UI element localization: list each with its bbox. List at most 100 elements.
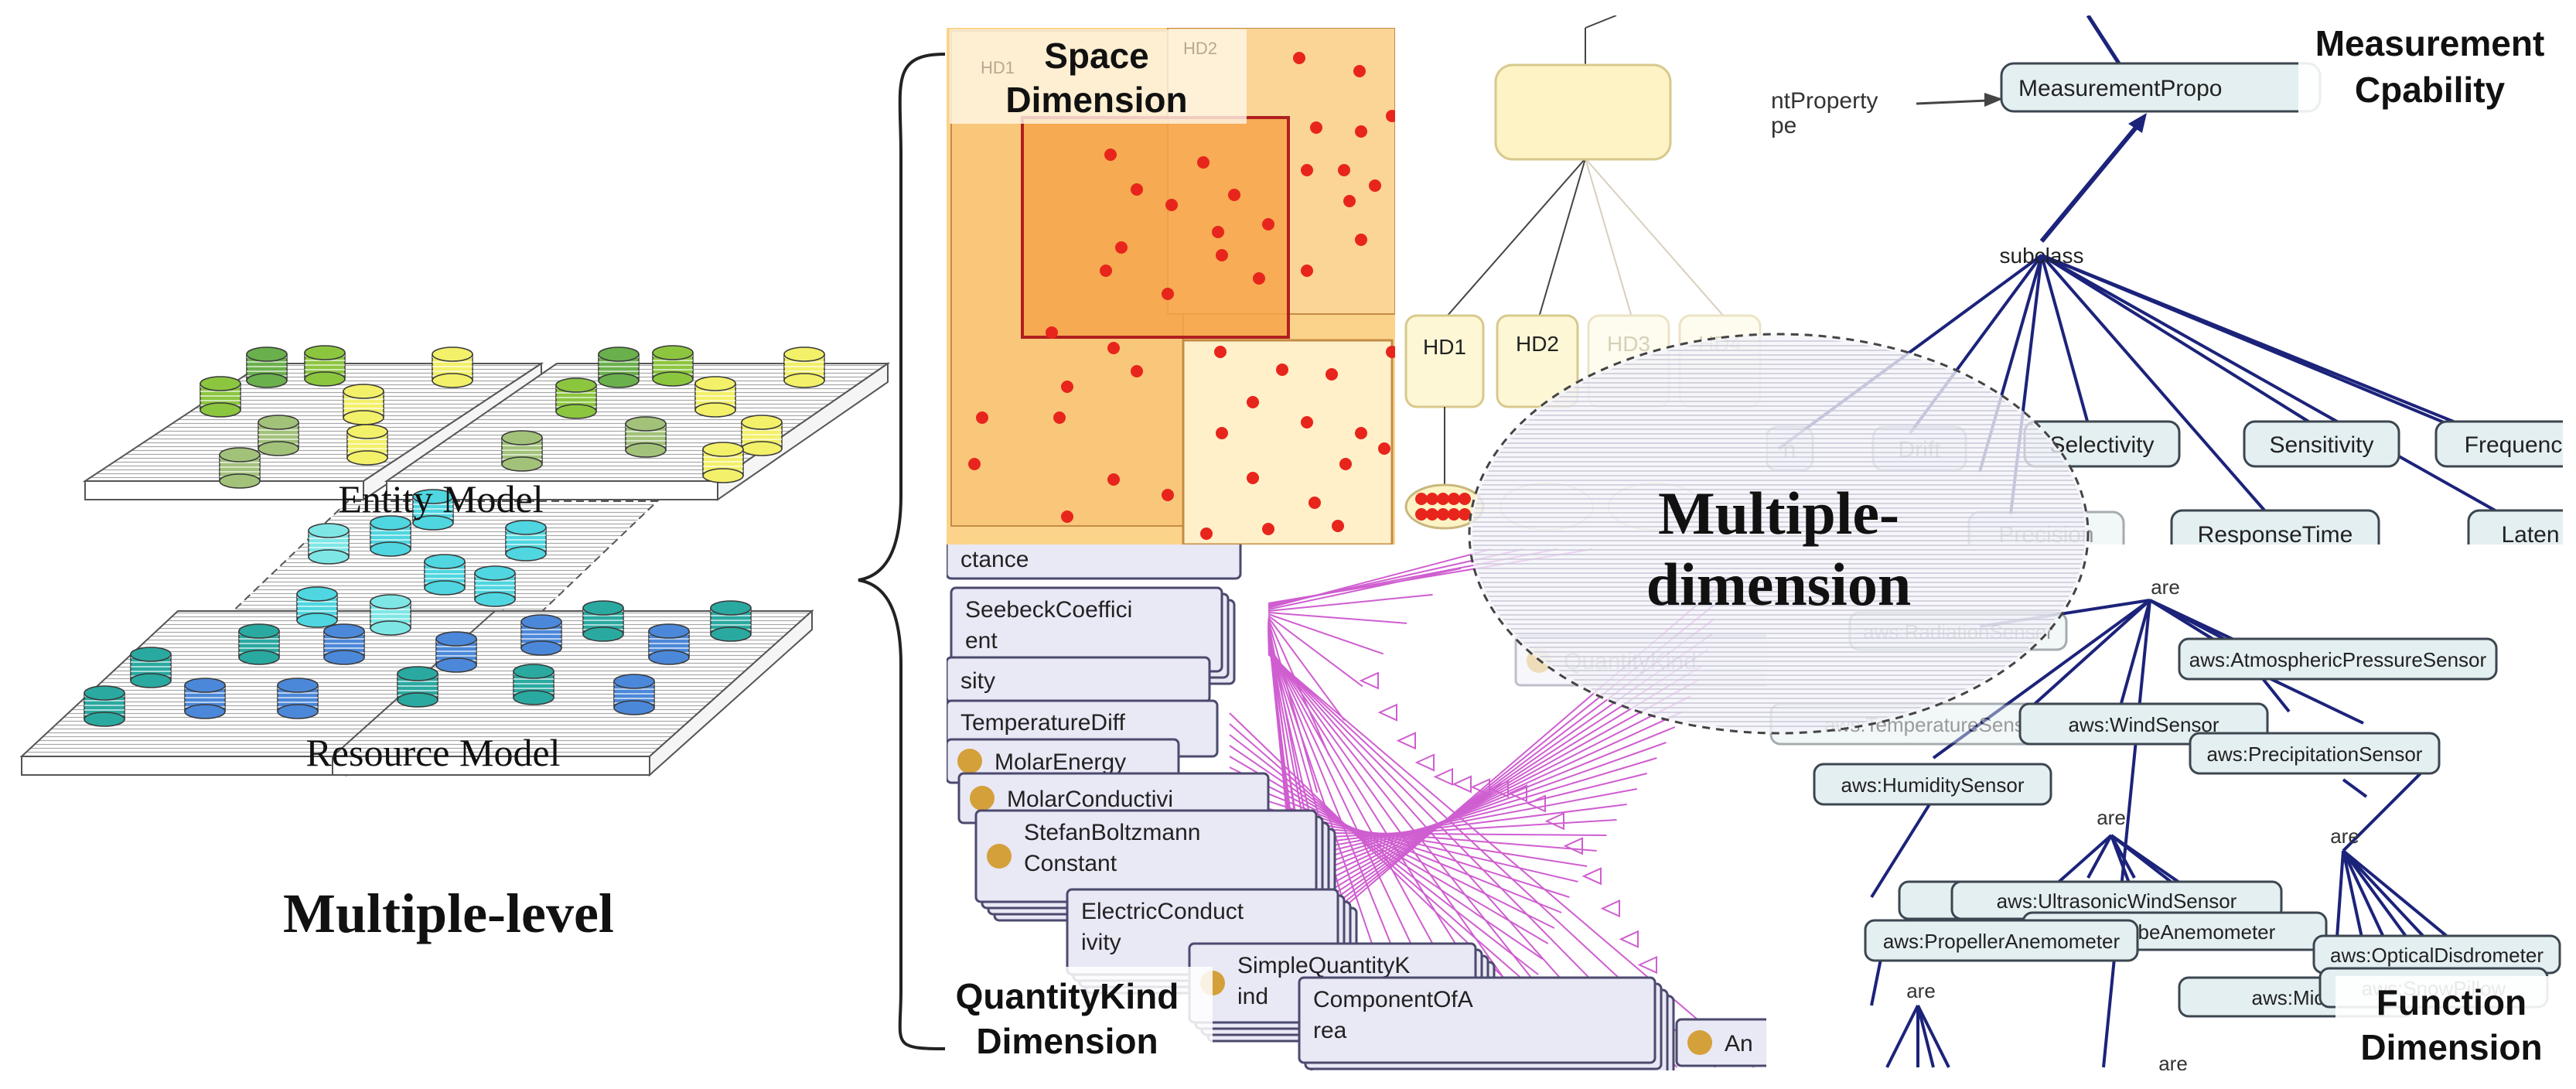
space-dot-35 xyxy=(976,411,988,424)
resource-model-label: Resource Model xyxy=(305,731,560,774)
quantity-card-dot-10 xyxy=(1687,1030,1712,1055)
quantitykind-label-line1: QuantityKind xyxy=(956,976,1179,1016)
measurement-edge-6 xyxy=(2040,254,2267,514)
pink-edge-4 xyxy=(1268,567,1462,610)
function-node-9: aws:PropellerAnemometer xyxy=(1864,919,2139,962)
cylinder-29 xyxy=(277,678,319,719)
cylinder-5 xyxy=(258,415,299,456)
pink-arrow-2 xyxy=(1396,732,1416,750)
bucket-dot-5 xyxy=(1437,508,1449,521)
pink-arrow-10 xyxy=(1544,812,1564,831)
cylinder-37 xyxy=(613,674,655,715)
are-label-4: are xyxy=(2158,1052,2188,1075)
space-dot-3 xyxy=(1355,125,1367,138)
pink-arrow-11 xyxy=(1563,837,1583,855)
pink-arrow-3 xyxy=(1414,753,1435,772)
quantity-card-label-1-0: SeebeckCoeffici xyxy=(965,597,1132,623)
space-dot-7 xyxy=(1104,148,1117,161)
function-node-label-5: aws:HumiditySensor xyxy=(1841,773,2025,797)
space-dot-17 xyxy=(1100,265,1112,277)
function-node-5: aws:HumiditySensor xyxy=(1813,763,2052,806)
faded-label-hd2: HD2 xyxy=(1183,39,1217,58)
cylinder-31 xyxy=(397,666,438,708)
quantity-card-dot-6 xyxy=(987,844,1012,869)
measurement-label-line2: Cpability xyxy=(2355,70,2506,110)
are-label-0: are xyxy=(2151,575,2180,599)
space-dot-4 xyxy=(1301,164,1313,176)
measurement-edge-3 xyxy=(2040,254,2314,425)
space-dot-9 xyxy=(1197,156,1210,169)
quantity-card-label-6-1: Constant xyxy=(1024,851,1117,876)
space-dot-29 xyxy=(1326,368,1338,381)
space-dot-8 xyxy=(1131,183,1143,196)
quantity-card-label-9-1: rea xyxy=(1313,1018,1347,1043)
are-label-2: are xyxy=(2330,824,2359,848)
svg-text:HD3: HD3 xyxy=(1607,332,1650,356)
pink-edge-57 xyxy=(1229,756,1549,944)
space-dot-46 xyxy=(1332,520,1344,532)
space-dot-15 xyxy=(1369,179,1381,192)
pink-arrow-6 xyxy=(1470,778,1490,797)
function-edge-11 xyxy=(2086,835,2113,879)
function-node-label-4: aws:PrecipitationSensor xyxy=(2207,742,2423,766)
pink-arrow-12 xyxy=(1581,867,1602,886)
space-dot-5 xyxy=(1338,164,1350,176)
space-dot-43 xyxy=(1061,510,1073,523)
pink-arrow-15 xyxy=(1637,955,1657,975)
function-edge-1 xyxy=(2025,599,2151,713)
multiple-dimension-line1: Multiple- xyxy=(1658,480,1899,547)
tree-root-node xyxy=(1494,63,1672,161)
quantity-card-dot-5 xyxy=(970,786,995,811)
function-edge-27 xyxy=(2342,778,2368,798)
space-dot-14 xyxy=(1343,195,1356,207)
quantity-card-label-8-1: ind xyxy=(1237,984,1268,1009)
space-dot-37 xyxy=(1107,473,1120,486)
space-dot-21 xyxy=(1301,265,1313,277)
pink-arrow-5 xyxy=(1452,775,1472,794)
measurement-label-line1: Measurement xyxy=(2315,23,2545,63)
cylinder-4 xyxy=(432,346,473,388)
are-label-3: are xyxy=(1906,979,1936,1002)
measurement-node-3: Sensitivity xyxy=(2243,420,2400,468)
cylinder-22 xyxy=(370,594,411,636)
measurement-node-label-3: Sensitivity xyxy=(2269,432,2373,458)
curly-brace xyxy=(858,53,946,1050)
cylinder-27 xyxy=(323,623,365,665)
quantity-card-4: MolarEnergy xyxy=(947,738,1180,784)
subclass-label: subclass xyxy=(2000,244,2084,268)
space-dot-39 xyxy=(1247,472,1259,484)
space-dot-24 xyxy=(1107,342,1120,354)
pink-arrow-0 xyxy=(1359,671,1379,690)
cylinder-24 xyxy=(412,489,454,531)
cylinder-14 xyxy=(625,416,667,458)
pink-edge-58 xyxy=(1229,745,1544,960)
cylinder-0 xyxy=(200,376,241,418)
multiple-level-panel: Entity Model Resource Model Multiple-lev… xyxy=(19,345,891,944)
pink-edge-56 xyxy=(1229,766,1555,929)
pink-arrow-13 xyxy=(1600,900,1620,918)
bucket-dot-8 xyxy=(1459,493,1471,505)
property-text-line1: ntProperty xyxy=(1771,88,1878,114)
function-edge-18 xyxy=(1885,1005,1919,1068)
space-dot-30 xyxy=(1247,396,1259,408)
measurement-property-node: MeasurementPropo xyxy=(2000,62,2322,113)
measurement-node-label-2: Selectivity xyxy=(2049,432,2154,458)
pink-edge-60 xyxy=(1229,723,1536,991)
cylinder-33 xyxy=(582,600,624,642)
multiple-dimension-overlay: Multiple- dimension xyxy=(1468,333,2090,735)
cylinder-26 xyxy=(238,623,280,665)
function-node-1: aws:AtmosphericPressureSensor xyxy=(2178,637,2498,681)
space-dot-20 xyxy=(1162,288,1174,300)
space-dot-13 xyxy=(1212,226,1224,238)
space-dot-32 xyxy=(1216,427,1228,439)
cylinder-9 xyxy=(598,346,640,388)
cylinder-34 xyxy=(648,623,690,665)
quantity-card-label-3-0: TemperatureDiff xyxy=(960,710,1126,736)
quantity-card-label-4-0: MolarEnergy xyxy=(995,749,1126,775)
space-dot-47 xyxy=(1386,346,1395,358)
cylinder-13 xyxy=(501,430,543,472)
tree-node-hd1: HD1 xyxy=(1404,314,1485,408)
space-dot-34 xyxy=(1053,411,1066,424)
quantity-card-label-0-0: ctance xyxy=(960,547,1029,572)
